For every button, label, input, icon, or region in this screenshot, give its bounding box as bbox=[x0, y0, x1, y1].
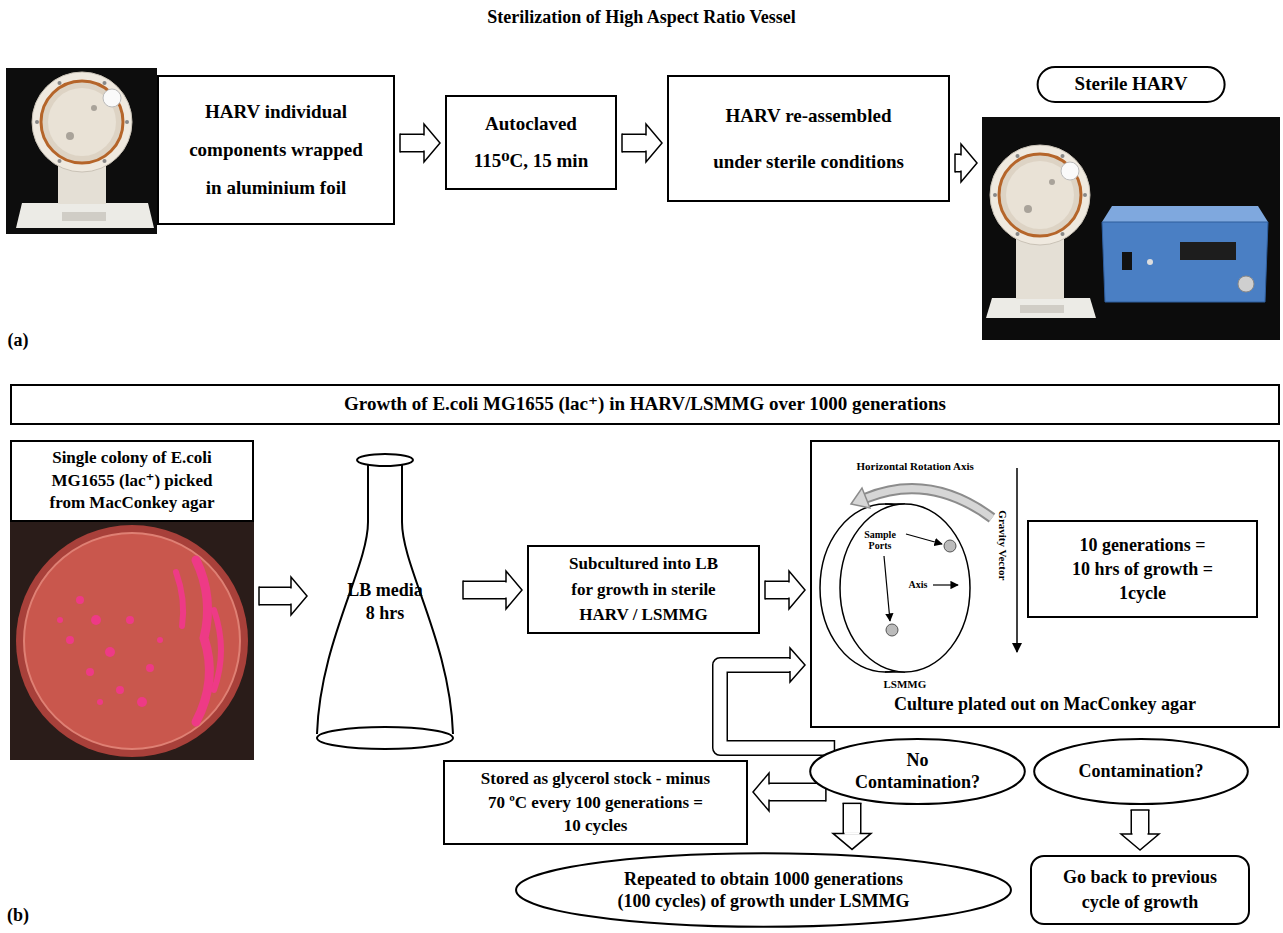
port-label: Sample Ports bbox=[857, 529, 903, 552]
agar-plate-photo bbox=[10, 521, 254, 760]
node-text: HARV re-assembled under sterile conditio… bbox=[707, 93, 910, 184]
process-box: Autoclaved 115⁰C, 15 min bbox=[445, 95, 617, 190]
block-arrow bbox=[955, 144, 977, 182]
harv-photo bbox=[6, 68, 157, 234]
flask-outline bbox=[312, 452, 458, 752]
result-photo-node: Sterile HARV bbox=[982, 117, 1280, 340]
vessel-panel: Culture plated out on MacConkey agar 10 g… bbox=[810, 440, 1280, 728]
panel-label: (b) bbox=[7, 905, 29, 926]
node-text: 10 generations = 10 hrs of growth = 1cyc… bbox=[1070, 533, 1215, 606]
axis-label: Axis bbox=[909, 579, 928, 591]
medium-label: LSMMG bbox=[884, 678, 927, 691]
node-text: Growth of E.coli MG1655 (lac⁺) in HARV/L… bbox=[344, 392, 946, 417]
block-arrow bbox=[259, 577, 307, 615]
block-arrow bbox=[765, 571, 805, 609]
block-arrow bbox=[833, 803, 871, 849]
flask-node: LB media 8 hrs bbox=[312, 452, 458, 752]
node-text: Culture plated out on MacConkey agar bbox=[812, 694, 1278, 716]
gravity-label: Gravity Vector bbox=[997, 510, 1010, 580]
storage-box: Stored as glycerol stock - minus 70 ºC e… bbox=[443, 760, 748, 845]
section-banner: Growth of E.coli MG1655 (lac⁺) in HARV/L… bbox=[10, 384, 1280, 425]
decision-ellipse: No Contamination? bbox=[808, 738, 1027, 805]
process-box: HARV re-assembled under sterile conditio… bbox=[667, 75, 950, 202]
node-text: LB media 8 hrs bbox=[344, 579, 426, 626]
node-text: Repeated to obtain 1000 generations (100… bbox=[607, 868, 920, 913]
ellipse-shape bbox=[511, 852, 1016, 928]
block-arrow bbox=[463, 571, 522, 609]
colony-node: Single colony of E.coli MG1655 (lac⁺) pi… bbox=[10, 440, 254, 760]
panel-label: (a) bbox=[8, 330, 29, 351]
block-arrow bbox=[720, 648, 835, 756]
node-text: HARV individual components wrapped in al… bbox=[185, 93, 367, 207]
rotating-vessel-sketch bbox=[820, 468, 1017, 672]
node-text: Single colony of E.coli MG1655 (lac⁺) pi… bbox=[10, 440, 254, 522]
rotation-label: Horizontal Rotation Axis bbox=[857, 460, 974, 473]
node-text: No Contamination? bbox=[844, 750, 991, 793]
block-arrow bbox=[400, 124, 440, 162]
note-box: 10 generations = 10 hrs of growth = 1cyc… bbox=[1027, 520, 1258, 618]
process-box: Subcultured into LB for growth in steril… bbox=[527, 545, 760, 634]
node-text: Go back to previous cycle of growth bbox=[1052, 865, 1228, 915]
node-text: Contamination? bbox=[1078, 761, 1203, 783]
decision-ellipse: Contamination? bbox=[1032, 738, 1250, 805]
terminal-ellipse: Repeated to obtain 1000 generations (100… bbox=[511, 852, 1016, 928]
diagram-title: Sterilization of High Aspect Ratio Vesse… bbox=[0, 7, 1283, 28]
process-box: HARV individual components wrapped in al… bbox=[157, 75, 395, 225]
sterile-harv-photo bbox=[982, 117, 1280, 340]
terminal-box: Go back to previous cycle of growth bbox=[1030, 855, 1250, 925]
node-text: Subcultured into LB for growth in steril… bbox=[564, 551, 723, 628]
node-text: Stored as glycerol stock - minus 70 ºC e… bbox=[480, 767, 712, 838]
block-arrow bbox=[1121, 810, 1159, 850]
node-text: Sterile HARV bbox=[1037, 66, 1226, 103]
node-text: Autoclaved 115⁰C, 15 min bbox=[463, 106, 599, 178]
block-arrow bbox=[622, 124, 662, 162]
